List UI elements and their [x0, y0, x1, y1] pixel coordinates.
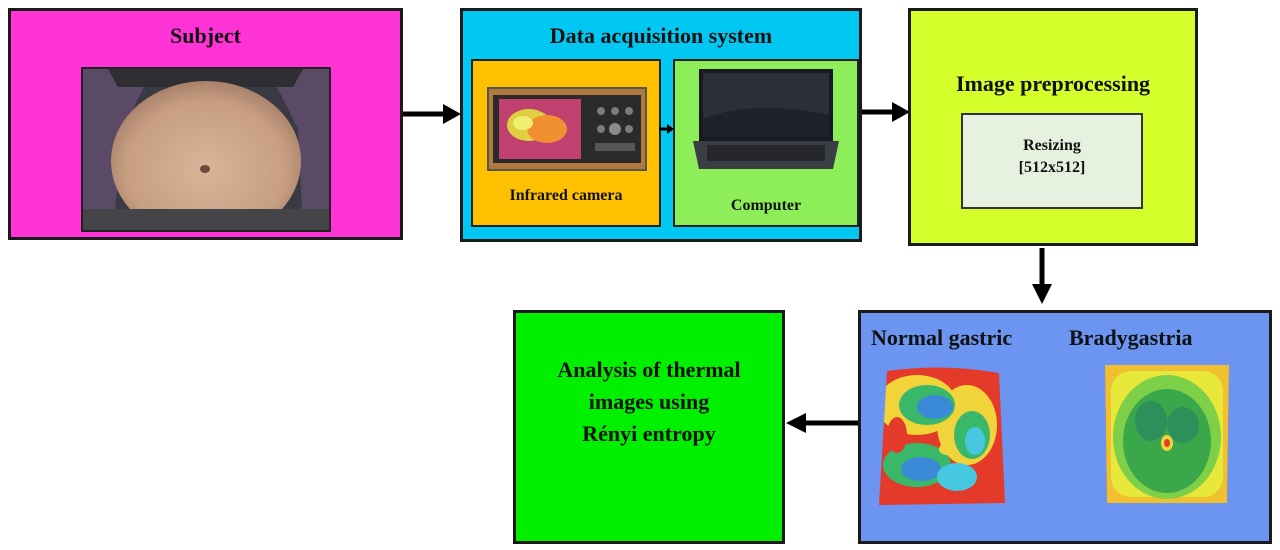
subject-title: Subject: [170, 23, 241, 48]
computer-label: Computer: [730, 197, 802, 214]
arrow-subject-to-daq: [403, 102, 463, 126]
daq-title: Data acquisition system: [549, 23, 773, 48]
analysis-box: Analysis of thermal images using Rényi e…: [513, 310, 785, 544]
resize-line2: [512x512]: [1018, 159, 1086, 176]
thermal-box: Normal gastric Bradygastria: [858, 310, 1272, 544]
subject-photo: [81, 67, 331, 232]
analysis-line2: images using: [588, 389, 710, 414]
camera-panel: Infrared camera: [471, 59, 661, 227]
computer-photo: [693, 69, 839, 173]
normal-gastric-thermal-image: [877, 365, 1007, 507]
bradygastria-thermal-image: [1101, 361, 1233, 507]
analysis-line3: Rényi entropy: [582, 421, 716, 446]
camera-photo: [487, 87, 647, 171]
preprocessing-title: Image preprocessing: [955, 71, 1151, 96]
computer-panel: Computer: [673, 59, 859, 227]
resize-line1: Resizing: [1023, 137, 1081, 154]
normal-gastric-label: Normal gastric: [871, 325, 1013, 350]
subject-box: Subject: [8, 8, 403, 240]
preprocessing-box: Image preprocessing Resizing [512x512]: [908, 8, 1198, 246]
analysis-line1: Analysis of thermal: [557, 357, 741, 382]
arrow-camera-to-computer: [659, 123, 675, 135]
arrow-preprocessing-to-thermal: [1030, 248, 1054, 308]
bradygastria-label: Bradygastria: [1069, 325, 1193, 350]
camera-label: Infrared camera: [509, 187, 623, 204]
resize-panel: Resizing [512x512]: [961, 113, 1143, 209]
daq-box: Data acquisition system Infrared camera: [460, 8, 862, 242]
arrow-thermal-to-analysis: [784, 411, 858, 435]
arrow-daq-to-preprocessing: [862, 100, 912, 124]
